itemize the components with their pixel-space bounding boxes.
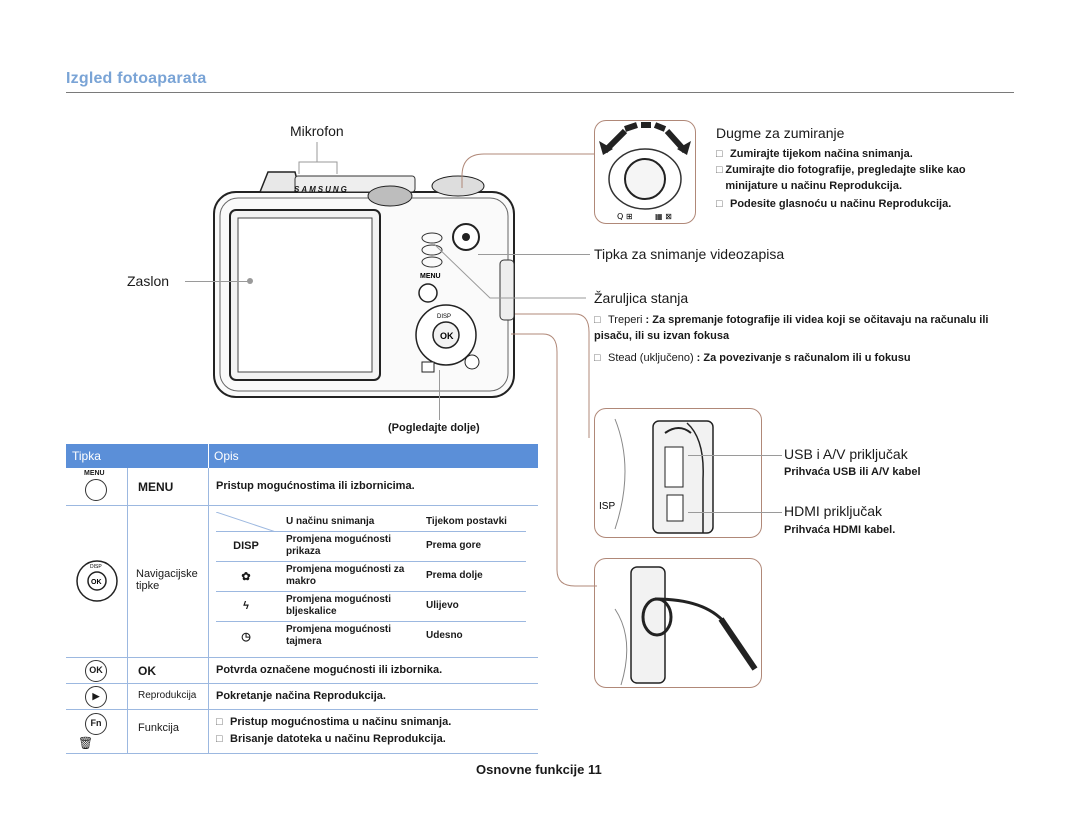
table-row-playback: ▶ Reprodukcija Pokretanje načina Reprodu… xyxy=(66,684,538,710)
zaslon-callout xyxy=(185,281,250,282)
playback-desc: Pokretanje načina Reprodukcija. xyxy=(216,690,386,702)
title-divider xyxy=(66,92,1014,93)
zoom-callout xyxy=(461,153,594,188)
ok-name: OK xyxy=(138,664,156,678)
ok-button-icon: OK xyxy=(85,660,107,682)
nav-callout xyxy=(439,370,440,420)
camera-brand: SAMSUNG xyxy=(294,185,349,194)
zoom-bullet-2: □Zumirajte dio fotografije, pregledajte … xyxy=(716,164,966,192)
fn-desc-1: □Pristup mogućnostima u načinu snimanja. xyxy=(216,716,452,728)
svg-text:Q ⊞: Q ⊞ xyxy=(617,212,633,221)
status-lamp-blinking: □Treperi : Za spremanje fotografije ili … xyxy=(594,314,989,342)
menu-name: MENU xyxy=(138,480,174,494)
see-below-note: (Pogledajte dolje) xyxy=(388,422,480,434)
playback-name: Reprodukcija xyxy=(138,690,197,701)
mikrofon-callout xyxy=(298,142,338,174)
svg-text:OK: OK xyxy=(440,331,454,341)
buttons-table: Tipka Opis MENU MENU Pristup mogućnostim… xyxy=(66,444,538,754)
nav-inner-col2: Tijekom postavki xyxy=(426,516,507,527)
svg-text:DISP: DISP xyxy=(437,314,451,320)
video-callout xyxy=(478,254,590,255)
usb-title: USB i A/V priključak xyxy=(784,446,908,462)
nav-inner-header: U načinu snimanja Tijekom postavki xyxy=(216,512,526,532)
nav-row-timer: ◷ Promjena mogućnosti tajmera Udesno xyxy=(216,622,526,652)
label-mikrofon: Mikrofon xyxy=(290,123,344,139)
svg-text:▦ ⊠: ▦ ⊠ xyxy=(655,212,672,221)
svg-text:OK: OK xyxy=(91,579,102,586)
table-row-function: Fn 🗑 Funkcija □Pristup mogućnostima u na… xyxy=(66,710,538,754)
hdmi-desc: Prihvaća HDMI kabel. xyxy=(784,524,896,536)
svg-text:MENU: MENU xyxy=(420,273,441,280)
flash-icon: ϟ xyxy=(243,600,249,612)
nav-row-disp: DISP Promjena mogućnosti prikaza Prema g… xyxy=(216,532,526,562)
table-row-ok: OK OK Potvrda označene mogućnosti ili iz… xyxy=(66,658,538,684)
nav-inner-table: U načinu snimanja Tijekom postavki DISP … xyxy=(216,512,526,652)
ok-desc: Potvrda označene mogućnosti ili izbornik… xyxy=(216,664,443,676)
zaslon-dot xyxy=(247,278,253,284)
strap-callout xyxy=(511,333,597,587)
fn-button-icon: Fn xyxy=(85,713,107,735)
zoom-lever-thumbnail: Q ⊞ ▦ ⊠ xyxy=(594,120,696,224)
timer-icon: ◷ xyxy=(241,631,251,643)
port-thumbnail: ISP xyxy=(594,408,762,538)
nav-dial-icon: OK DISP xyxy=(76,560,118,602)
svg-text:ISP: ISP xyxy=(599,501,615,512)
hdmi-callout xyxy=(688,512,782,513)
nav-name: Navigacijske tipke xyxy=(136,568,198,592)
fn-desc-2: □Brisanje datoteka u načinu Reprodukcija… xyxy=(216,733,446,745)
camera-illustration: MENU OK DISP xyxy=(213,171,515,398)
status-lamp-title: Žaruljica stanja xyxy=(594,290,689,306)
fn-name: Funkcija xyxy=(138,722,179,734)
hdmi-title: HDMI priključak xyxy=(784,503,883,519)
zoom-bullets: □Zumirajte tijekom načina snimanja. □Zum… xyxy=(716,146,1006,212)
nav-inner-col1: U načinu snimanja xyxy=(286,516,375,527)
zoom-bullet-1: □Zumirajte tijekom načina snimanja. xyxy=(716,148,913,160)
menu-desc: Pristup mogućnostima ili izbornicima. xyxy=(216,480,415,492)
status-lamp-steady: □Stead (uključeno) : Za povezivanje s ra… xyxy=(594,352,911,364)
disp-icon: DISP xyxy=(233,540,259,552)
trash-icon: 🗑 xyxy=(78,736,94,750)
table-header: Tipka Opis xyxy=(66,444,538,468)
usb-desc: Prihvaća USB ili A/V kabel xyxy=(784,466,921,478)
strap-thumbnail xyxy=(594,558,762,688)
playback-button-icon: ▶ xyxy=(85,686,107,708)
status-lamp-callout xyxy=(433,243,586,299)
svg-text:DISP: DISP xyxy=(90,564,102,570)
table-header-key: Tipka xyxy=(72,449,101,463)
menu-icon-label: MENU xyxy=(84,470,105,477)
zoom-title: Dugme za zumiranje xyxy=(716,125,845,141)
usb-callout xyxy=(688,455,782,456)
nav-row-macro: ✿ Promjena mogućnosti za makro Prema dol… xyxy=(216,562,526,592)
port-callout xyxy=(515,313,590,438)
macro-icon: ✿ xyxy=(241,571,251,583)
zoom-bullet-3: □Podesite glasnoću u načinu Reprodukcija… xyxy=(716,198,952,210)
menu-button-icon xyxy=(85,479,107,501)
page-footer: Osnovne funkcije 11 xyxy=(476,762,602,777)
nav-row-flash: ϟ Promjena mogućnosti bljeskalice Ulijev… xyxy=(216,592,526,622)
table-row-navigation: OK DISP Navigacijske tipke U načinu snim… xyxy=(66,506,538,658)
label-zaslon: Zaslon xyxy=(127,273,170,289)
table-row-menu: MENU MENU Pristup mogućnostima ili izbor… xyxy=(66,468,538,506)
page-title: Izgled fotoaparata xyxy=(66,70,207,87)
table-header-desc: Opis xyxy=(214,449,239,463)
video-button-title: Tipka za snimanje videozapisa xyxy=(594,246,785,262)
